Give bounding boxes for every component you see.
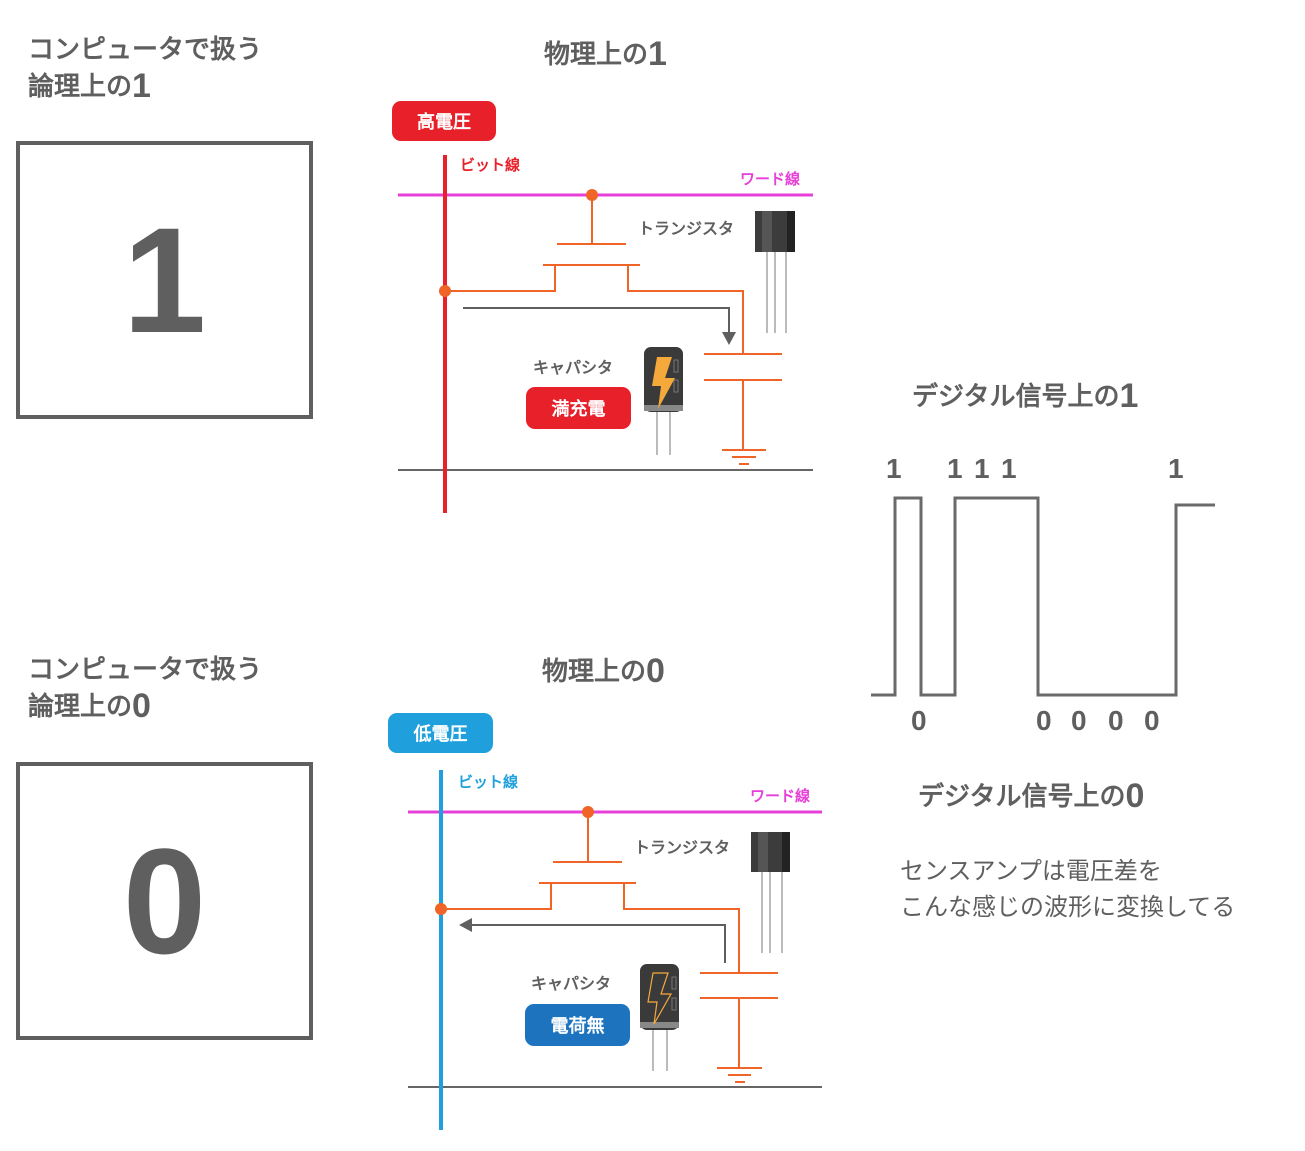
note-line2: こんな感じの波形に変換してる [900, 893, 1236, 921]
high-label: 1 [947, 453, 963, 484]
digital-one-title: デジタル信号上の1 [912, 378, 1138, 415]
logic-one-digit: 1 [122, 196, 207, 364]
logic-one-title-line2-wrap: 論理上の1 [28, 68, 262, 105]
low-label: 0 [1071, 705, 1087, 736]
high-voltage-badge-label: 高電圧 [417, 112, 471, 133]
high-label: 1 [1001, 453, 1017, 484]
charge-flow-arrow [463, 307, 730, 332]
low-label: 0 [1144, 705, 1160, 736]
digital-one-title-digit: 1 [1119, 377, 1139, 415]
transistor-symbol-zero [441, 812, 778, 1083]
transistor-icon [755, 211, 795, 333]
physical-one-title-digit: 1 [648, 35, 667, 73]
bit-line-junction [439, 285, 451, 297]
logic-one-title: コンピュータで扱う 論理上の1 [28, 32, 262, 105]
digital-one-title-text: デジタル信号上の [912, 382, 1120, 412]
high-label: 1 [1168, 453, 1184, 484]
arrow-head-left-icon [459, 918, 472, 932]
logic-zero-title-digit: 0 [132, 687, 151, 725]
sense-amp-note: センスアンプは電圧差を こんな感じの波形に変換してる [900, 853, 1235, 925]
word-line-junction [586, 189, 598, 201]
logic-one-title-line1: コンピュータで扱う [28, 35, 263, 65]
full-charge-badge: 満充電 [526, 387, 631, 429]
transistor-label-zero: トランジスタ [634, 838, 731, 857]
note-line1: センスアンプは電圧差を [900, 857, 1162, 885]
logic-one-box: 1 [16, 141, 313, 419]
logic-zero-digit: 0 [122, 817, 207, 985]
low-label: 0 [1108, 705, 1124, 736]
discharge-flow-arrow [472, 924, 726, 963]
digital-zero-title-digit: 0 [1125, 777, 1145, 815]
bit-line-label-zero: ビット線 [458, 773, 519, 791]
digital-zero-title: デジタル信号上の0 [918, 778, 1144, 815]
logic-zero-box: 0 [16, 762, 313, 1040]
no-charge-badge: 電荷無 [525, 1004, 630, 1046]
full-charge-badge-label: 満充電 [551, 399, 606, 420]
logic-zero-title-line2: 論理上の [28, 692, 133, 722]
physical-zero-title-digit: 0 [646, 652, 665, 690]
high-label: 1 [886, 453, 902, 484]
lightning-outline-icon [647, 972, 673, 1025]
physical-one-title-text: 物理上の [544, 40, 649, 70]
transistor-icon-zero [751, 832, 790, 953]
physical-zero-title-text: 物理上の [542, 657, 647, 687]
word-line-label-zero: ワード線 [750, 787, 811, 805]
high-voltage-badge: 高電圧 [392, 101, 496, 141]
capacitor-label: キャパシタ [533, 358, 614, 377]
low-label: 0 [1036, 705, 1052, 736]
digital-zero-title-text: デジタル信号上の [918, 782, 1126, 812]
word-line-label: ワード線 [740, 170, 801, 188]
bit-line-junction-zero [435, 903, 447, 915]
physical-one-title: 物理上の1 [544, 36, 667, 73]
lightning-icon [652, 357, 675, 409]
waveform-line [871, 496, 1215, 697]
capacitor-charged-icon [644, 347, 683, 455]
logic-zero-title-line1: コンピュータで扱う [28, 655, 263, 685]
no-charge-badge-label: 電荷無 [550, 1016, 605, 1037]
logic-zero-title: コンピュータで扱う 論理上の0 [28, 652, 262, 725]
transistor-symbol [445, 195, 782, 465]
logic-one-title-line2: 論理上の [28, 72, 133, 102]
low-label: 0 [911, 705, 927, 736]
physical-zero-title: 物理上の0 [542, 653, 665, 690]
capacitor-label-zero: キャパシタ [531, 974, 612, 993]
capacitor-empty-icon [640, 964, 679, 1071]
transistor-label: トランジスタ [638, 219, 735, 238]
logic-one-title-digit: 1 [132, 67, 151, 105]
high-label: 1 [974, 453, 990, 484]
low-voltage-badge: 低電圧 [388, 713, 493, 753]
word-line-junction-zero [582, 806, 594, 818]
arrow-head-icon [722, 332, 736, 345]
logic-zero-title-line2-wrap: 論理上の0 [28, 688, 262, 725]
bit-line-label: ビット線 [460, 156, 521, 174]
low-voltage-badge-label: 低電圧 [413, 724, 468, 745]
